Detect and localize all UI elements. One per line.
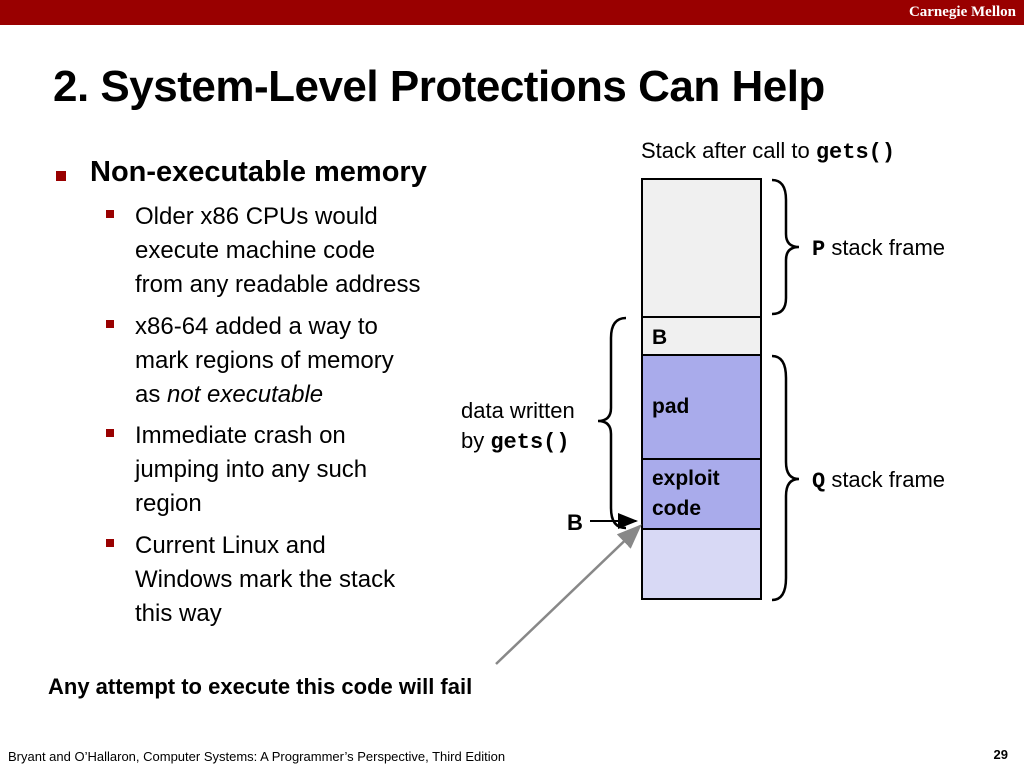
brand-label: Carnegie Mellon [908,4,1016,20]
sub-bullet-3-line-1: Immediate crash on [135,422,346,449]
sub-bullet-1-line-2: execute machine code [135,237,376,264]
p-frame-brace-icon [771,178,800,316]
sub-bullet-4: Current Linux and Windows mark the stack… [135,529,395,631]
sub-bullet-2-line-3: as not executable [135,378,394,412]
bullet-square-icon [56,171,66,181]
q-frame-code: Q [812,469,826,494]
main-bullet: Non-executable memory [90,156,427,188]
data-written-line-1: data written [461,398,575,423]
footer-citation: Bryant and O’Hallaron, Computer Systems:… [8,749,506,764]
slide-title: 2. System-Level Protections Can Help [53,62,825,111]
data-written-brace-icon [597,316,627,530]
sub-bullet-4-line-1: Current Linux and [135,532,326,559]
sub-bullet-3-line-3: region [135,490,202,517]
pad-cell: pad [641,354,762,460]
data-written-line-2: by gets() [461,426,575,458]
sub-bullet-2-line-1: x86-64 added a way to [135,313,378,340]
diagram-caption-text: Stack after call to [641,138,816,163]
p-frame-text: stack frame [825,235,946,260]
sub-bullet-2: x86-64 added a way to mark regions of me… [135,310,394,412]
sub-bullet-3: Immediate crash on jumping into any such… [135,419,367,521]
page-number: 29 [993,747,1008,762]
diagram-caption-code: gets() [815,140,896,165]
data-written-prefix: by [461,428,491,453]
q-frame-label: Q stack frame [812,467,945,494]
q-frame-brace-icon [771,354,800,602]
exploit-label-2: code [652,497,702,520]
p-frame-label: P stack frame [812,235,945,262]
bottom-message: Any attempt to execute this code will fa… [48,674,473,699]
top-bar [0,0,1024,25]
sub-bullet-2-italic: not executable [167,381,324,408]
sub-bullet-square-icon [106,539,114,547]
q-frame-lower-block [641,528,762,600]
data-written-label: data written by gets() [461,396,575,458]
sub-bullet-1-line-3: from any readable address [135,271,421,298]
exploit-code-cell: exploit code [641,458,762,530]
sub-bullet-4-line-2: Windows mark the stack [135,566,396,593]
sub-bullet-2-line-2: mark regions of memory [135,347,394,374]
fail-arrow-icon [495,524,642,665]
sub-bullet-square-icon [106,320,114,328]
p-frame-code: P [812,237,826,262]
sub-bullet-2-prefix: as [135,381,168,408]
diagram-caption: Stack after call to gets() [641,138,895,165]
sub-bullet-1-line-1: Older x86 CPUs would [135,203,378,230]
sub-bullet-3-line-2: jumping into any such [135,456,368,483]
pad-label: pad [652,395,690,418]
data-written-code: gets() [490,430,570,455]
return-address-label: B [652,326,668,349]
exploit-label-1: exploit [652,467,720,490]
pointer-label: B [567,510,583,535]
sub-bullet-1: Older x86 CPUs would execute machine cod… [135,200,421,302]
sub-bullet-4-line-3: this way [135,600,222,627]
sub-bullet-square-icon [106,429,114,437]
sub-bullet-square-icon [106,210,114,218]
q-frame-text: stack frame [825,467,946,492]
